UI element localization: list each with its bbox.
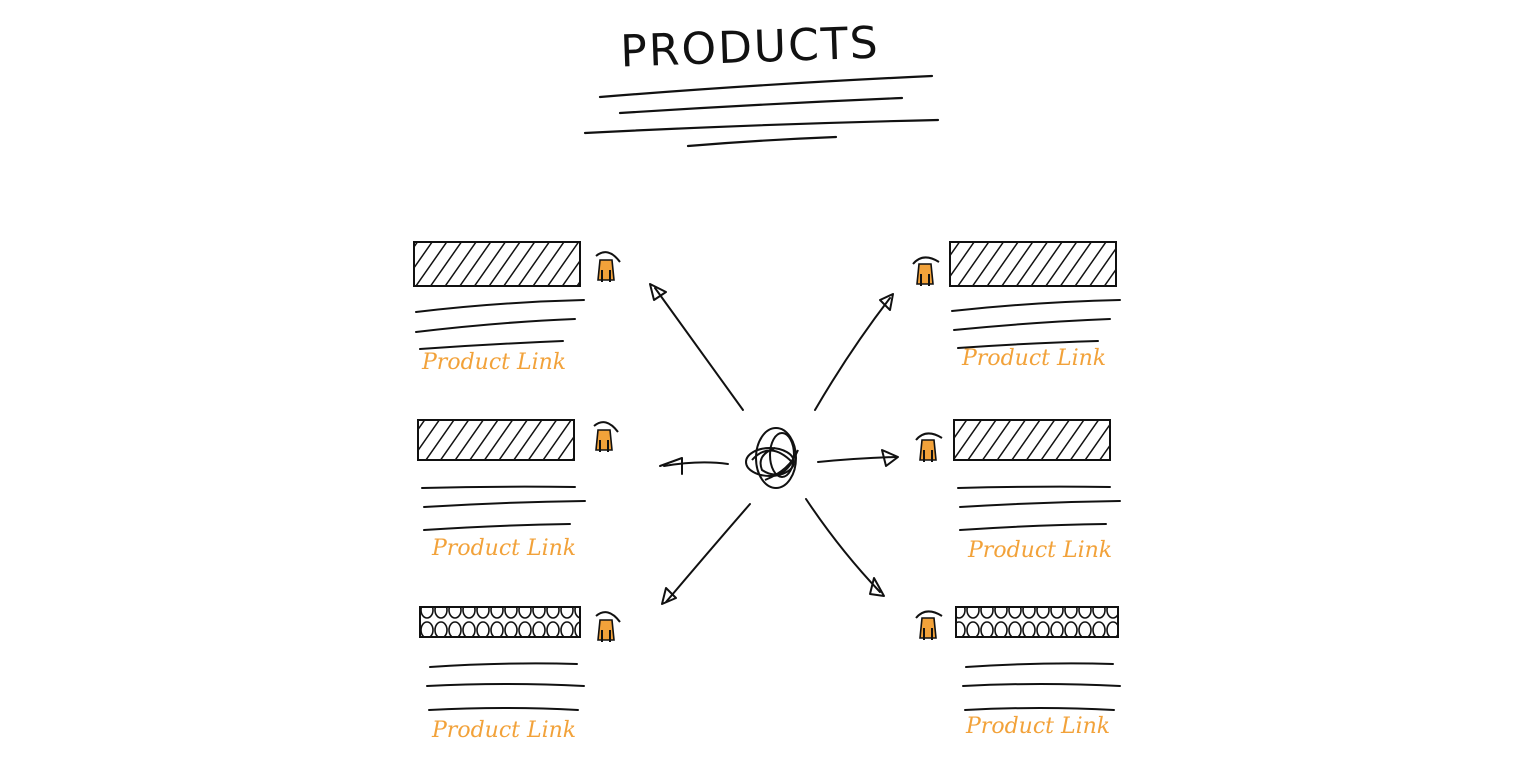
product-image-placeholder [417,419,575,461]
product-card-5 [915,419,1121,531]
product-image-placeholder [949,241,1117,287]
intro-text-lines [583,74,940,148]
product-description-lines [426,662,585,711]
product-link-1[interactable]: Product Link [422,350,567,375]
arrow-to-card-5 [817,449,899,467]
person-icon [593,421,619,452]
product-description-lines [951,299,1121,349]
arrow-to-card-6 [805,498,885,597]
person-icon [915,610,943,640]
product-description-lines [957,485,1121,531]
arrow-to-card-2 [659,457,729,475]
product-card-6 [915,606,1121,711]
product-image-placeholder [955,606,1119,638]
connector-arrows [649,283,899,605]
product-card-1 [413,241,621,350]
arrow-to-card-1 [649,283,744,411]
person-icon [595,251,621,282]
product-image-placeholder [419,606,581,638]
person-icon [595,611,621,642]
person-icon [912,256,940,286]
product-card-4 [912,241,1121,349]
product-image-placeholder [413,241,581,287]
scribble-hub-icon [745,427,799,489]
arrow-to-card-4 [814,293,894,411]
person-icon [915,432,943,462]
product-card-2 [417,419,619,531]
product-description-lines [415,299,585,350]
arrow-to-card-3 [661,503,751,605]
product-card-3 [419,606,621,711]
product-link-2[interactable]: Product Link [432,536,577,561]
product-description-lines [421,485,586,531]
product-description-lines [962,662,1121,711]
product-image-placeholder [953,419,1111,461]
product-link-3[interactable]: Product Link [432,718,577,743]
product-link-5[interactable]: Product Link [968,538,1113,563]
product-link-4[interactable]: Product Link [962,346,1107,371]
product-link-6[interactable]: Product Link [966,714,1111,739]
